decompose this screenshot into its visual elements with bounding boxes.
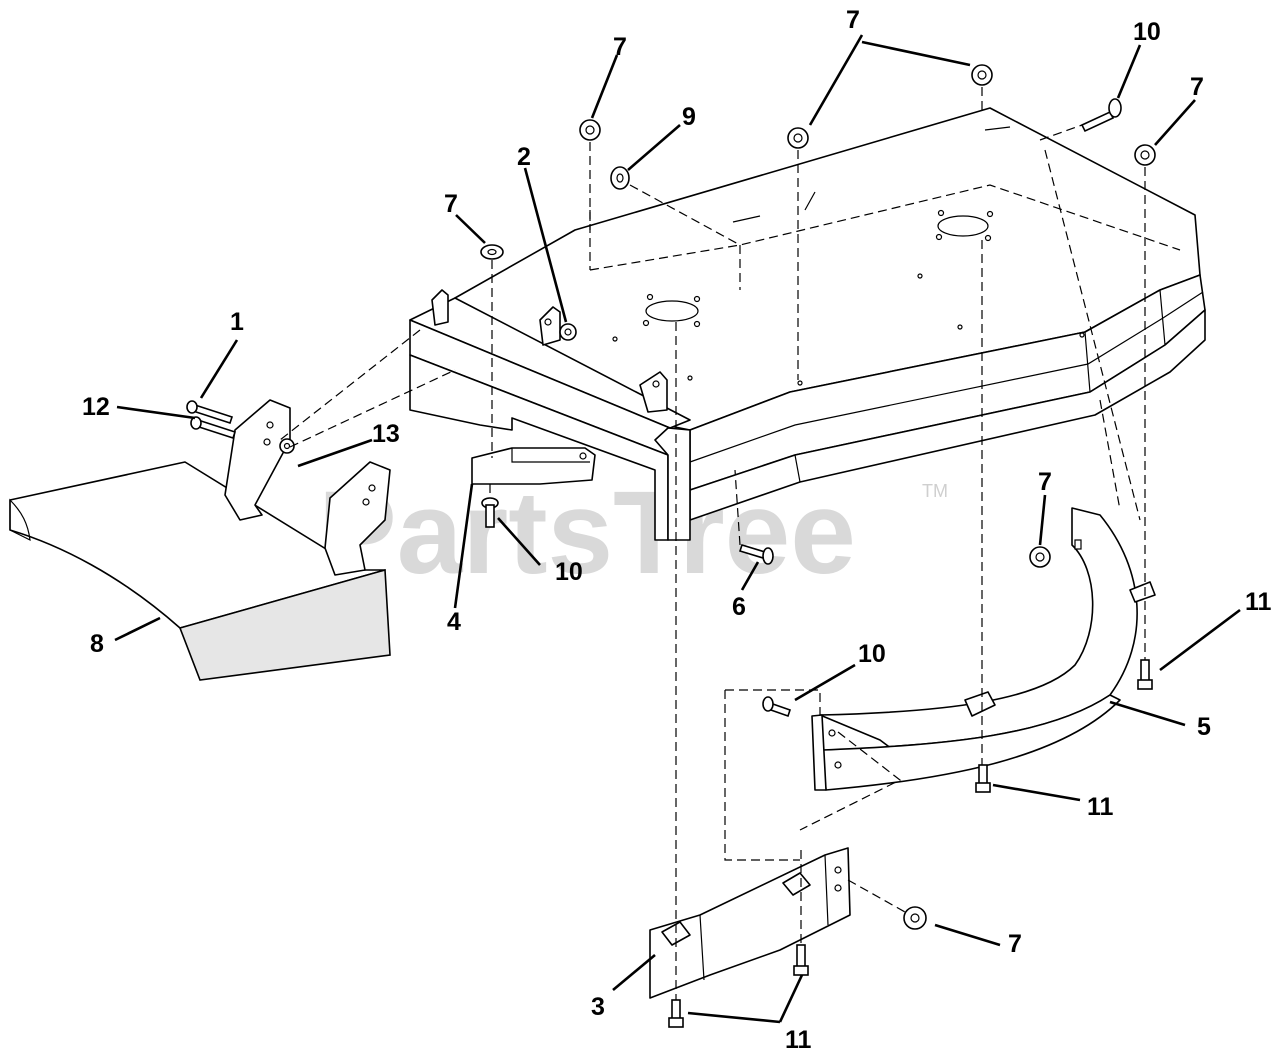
bolt-10[interactable] [481,497,499,528]
bolt-11[interactable] [793,944,809,976]
callout-9: 9 [682,103,696,131]
callout-8: 8 [90,630,104,658]
carriage-bolt-10[interactable] [1080,98,1122,133]
callout-7: 7 [1008,930,1022,958]
washer-7[interactable] [480,244,504,260]
callout-10: 10 [555,558,583,586]
deflector-part-8[interactable] [9,461,391,681]
assembly-lines [279,87,1146,1000]
callout-2: 2 [517,143,531,171]
callout-11: 11 [785,1026,812,1054]
flange-nut-7[interactable] [1134,144,1156,166]
callout-7: 7 [846,6,860,34]
deflector-bracket-right[interactable] [324,461,391,576]
flange-nut-7[interactable] [1029,546,1051,568]
callout-6: 6 [732,593,746,621]
callout-5: 5 [1197,713,1211,741]
bolt-11[interactable] [1137,659,1153,690]
flange-nut-7[interactable] [903,906,927,930]
callout-7: 7 [613,33,627,61]
bolt-10[interactable] [762,696,792,718]
bolt-11[interactable] [975,764,991,793]
deflector-bracket-left[interactable] [224,399,291,521]
callout-1: 1 [230,308,244,336]
deck-front-channel[interactable] [409,289,691,541]
flange-nut-7[interactable] [787,127,809,149]
nut-13[interactable] [279,438,295,454]
nut-2[interactable] [559,323,577,341]
bolt-11[interactable] [668,999,684,1028]
bolt-6[interactable] [738,544,774,565]
bolt-12[interactable] [186,400,237,440]
flange-nut-7[interactable] [971,64,993,86]
leader-lines [114,34,1241,1024]
callout-labels: 7 7 10 7 9 2 7 1 12 13 10 4 8 6 7 11 10 … [82,6,1272,1054]
front-shield-part-3[interactable] [649,847,851,999]
mower-deck[interactable] [454,107,1206,521]
callout-7: 7 [1190,73,1204,101]
flange-nut-7[interactable] [579,119,601,141]
washer-9[interactable] [610,166,630,190]
callout-11: 11 [1087,793,1114,821]
callout-13: 13 [372,420,400,448]
watermark-trademark: TM [922,481,948,501]
callout-7: 7 [1038,468,1052,496]
callout-4: 4 [447,608,461,636]
side-shield-part-5[interactable] [811,507,1156,791]
callout-10: 10 [858,640,886,668]
callout-7: 7 [444,190,458,218]
callout-3: 3 [591,993,605,1021]
callout-12: 12 [82,393,110,421]
callout-10: 10 [1133,18,1161,46]
bracket-part-4[interactable] [471,447,596,485]
callout-11: 11 [1245,588,1272,616]
